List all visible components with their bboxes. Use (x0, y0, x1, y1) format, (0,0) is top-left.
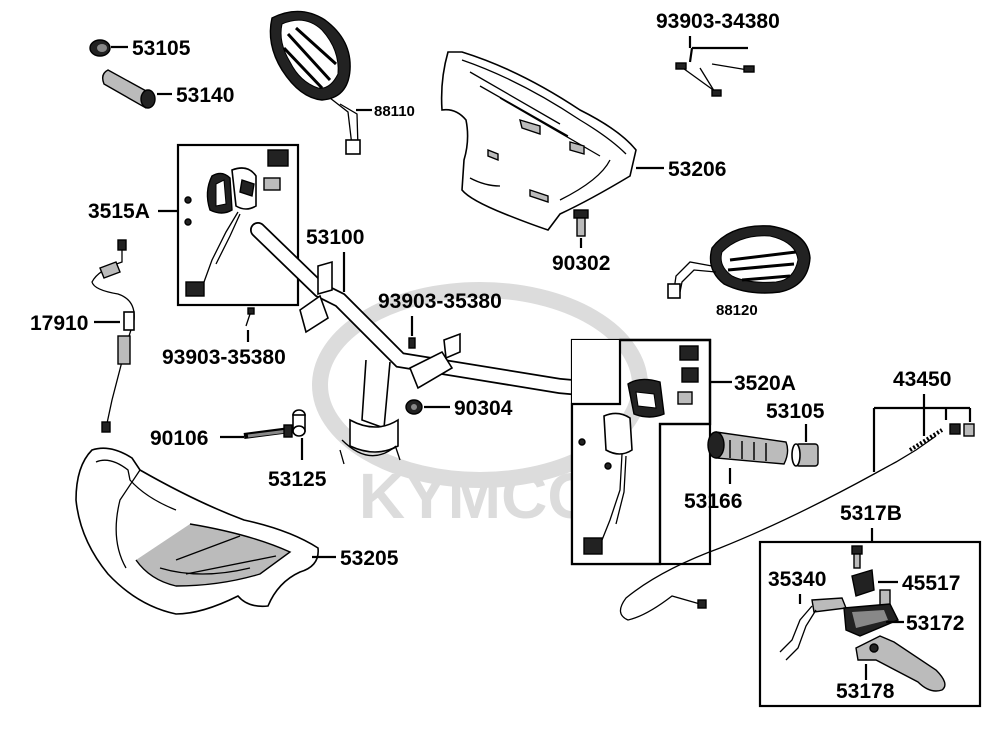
box-5317B (758, 540, 982, 708)
leg-shield-53205 (75, 447, 319, 615)
throttle-cable-17910 (91, 239, 135, 433)
handlebar-53100 (250, 222, 590, 465)
label-45517: 45517 (902, 572, 960, 595)
mirror-right-88120 (667, 225, 811, 299)
master-cylinder-53172 (843, 603, 899, 637)
label-90106: 90106 (150, 427, 208, 450)
bolt-90106 (243, 424, 293, 439)
box-3515A (176, 143, 300, 307)
label-5317B: 5317B (840, 502, 902, 525)
label-3515A: 3515A (88, 200, 150, 223)
screw-93903-35380-right (408, 337, 416, 349)
label-93903-34380: 93903-34380 (656, 10, 780, 33)
brake-switch-35340 (779, 597, 847, 661)
watermark-text: KYMCO (359, 460, 597, 532)
screw-90302 (573, 209, 589, 237)
grip-53166 (707, 431, 789, 465)
mirror-left-88110 (269, 10, 361, 155)
washer-90304 (405, 399, 423, 415)
label-90304: 90304 (454, 397, 513, 420)
lever-bracket-45517 (851, 545, 891, 607)
brake-cable-43450 (619, 423, 975, 621)
label-53125: 53125 (268, 468, 327, 491)
label-53178: 53178 (836, 680, 895, 703)
switch-left-3515A (184, 149, 289, 297)
label-53105-top: 53105 (132, 37, 191, 60)
handlebar-cover-53206 (440, 51, 637, 231)
label-17910: 17910 (30, 312, 88, 335)
label-43450: 43450 (893, 368, 951, 391)
grip-end-cap-53105 (89, 39, 111, 57)
label-53140: 53140 (176, 84, 234, 107)
label-88120: 88120 (716, 302, 758, 319)
grip-53140 (101, 69, 156, 109)
switch-right-3520A (578, 345, 699, 555)
screw-93903-35380-left (245, 307, 255, 327)
label-53206: 53206 (668, 158, 726, 181)
label-93903-35380-right: 93903-35380 (378, 290, 502, 313)
label-3520A: 3520A (734, 372, 796, 395)
label-53166: 53166 (684, 490, 742, 513)
brake-lever-53178 (855, 635, 946, 692)
label-53172: 53172 (906, 612, 964, 635)
label-93903-35380-left: 93903-35380 (162, 346, 286, 369)
label-53100: 53100 (306, 226, 364, 249)
label-53105-right: 53105 (766, 400, 825, 423)
bar-end-53125 (292, 409, 306, 437)
label-88110: 88110 (374, 103, 415, 120)
screws-93903-34380 (675, 62, 755, 97)
label-53205: 53205 (340, 547, 399, 570)
label-35340: 35340 (768, 568, 826, 591)
label-90302: 90302 (552, 252, 610, 275)
grip-end-cap-53105-right (791, 443, 819, 467)
